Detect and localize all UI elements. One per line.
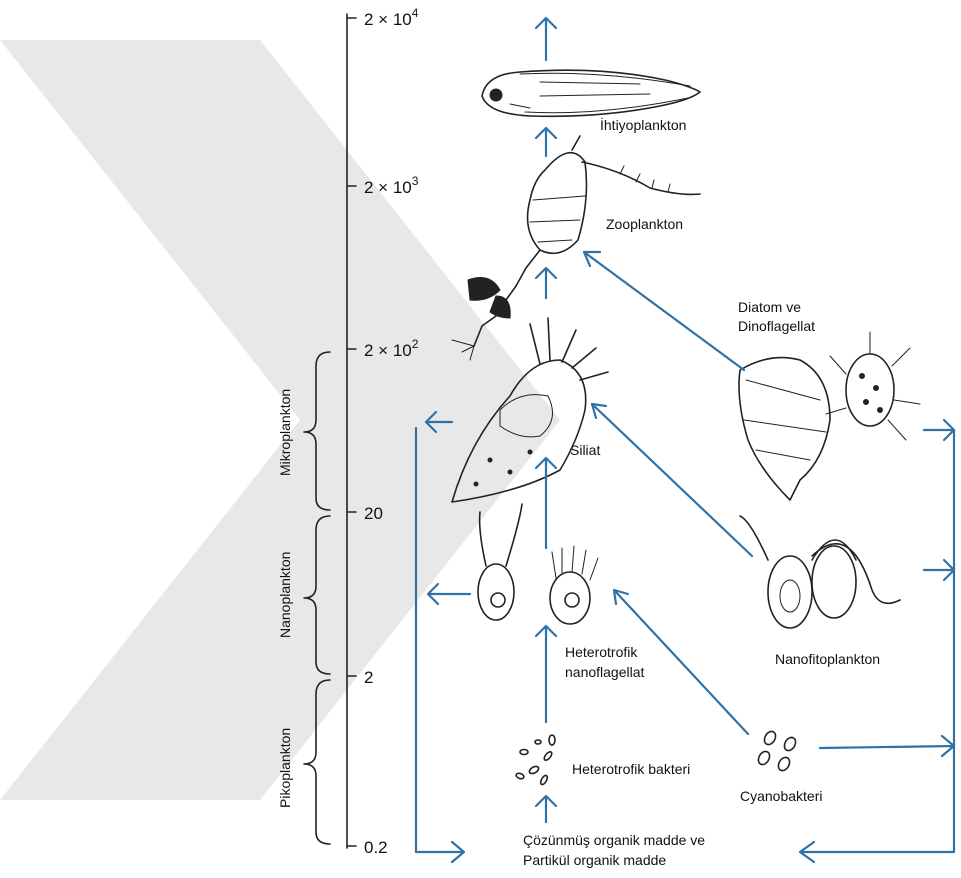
- scale-tick-label-200: 2 × 102: [364, 337, 419, 360]
- label-diatom-line2: Dinoflagellat: [738, 318, 815, 334]
- scale-tick-label-2: 2: [364, 668, 373, 687]
- label-hetero-bacteria: Heterotrofik bakteri: [572, 761, 690, 777]
- size-class-nano: Nanoplankton: [277, 552, 293, 638]
- label-organic-line1: Çözünmüş organik madde ve: [523, 832, 705, 848]
- label-zooplankton: Zooplankton: [606, 216, 683, 232]
- scale-tick-label-2000: 2 × 103: [364, 174, 419, 197]
- nanophytoplankton-drawing: [740, 516, 900, 628]
- size-class-pico: Pikoplankton: [277, 728, 293, 808]
- label-nanophytoplankton: Nanofitoplankton: [775, 651, 880, 667]
- cyanobacteria-drawing: [756, 729, 798, 772]
- heterotrophic-bacteria-drawing: [515, 735, 555, 786]
- scale-tick-label-20: 20: [364, 504, 383, 523]
- fish-larva-drawing: [482, 70, 700, 116]
- size-class-micro: Mikroplankton: [277, 389, 293, 476]
- label-cyanobacteria: Cyanobakteri: [740, 788, 823, 804]
- label-organic-line2: Partikül organik madde: [523, 852, 666, 868]
- label-hetero-nano-line1: Heterotrofik: [565, 644, 638, 660]
- label-hetero-nano-line2: nanoflagellat: [565, 664, 645, 680]
- diatom-dinoflagellate-drawing: [739, 332, 920, 500]
- label-ichthyoplankton: İhtiyoplankton: [600, 116, 686, 133]
- label-ciliate: Siliat: [570, 442, 600, 458]
- label-diatom-line1: Diatom ve: [738, 299, 801, 315]
- scale-tick-label-0-2: 0.2: [364, 838, 388, 857]
- copepod-drawing: [452, 136, 700, 360]
- heterotrophic-nanoflagellate-drawing: [478, 504, 598, 624]
- scale-tick-label-20000: 2 × 104: [364, 6, 419, 29]
